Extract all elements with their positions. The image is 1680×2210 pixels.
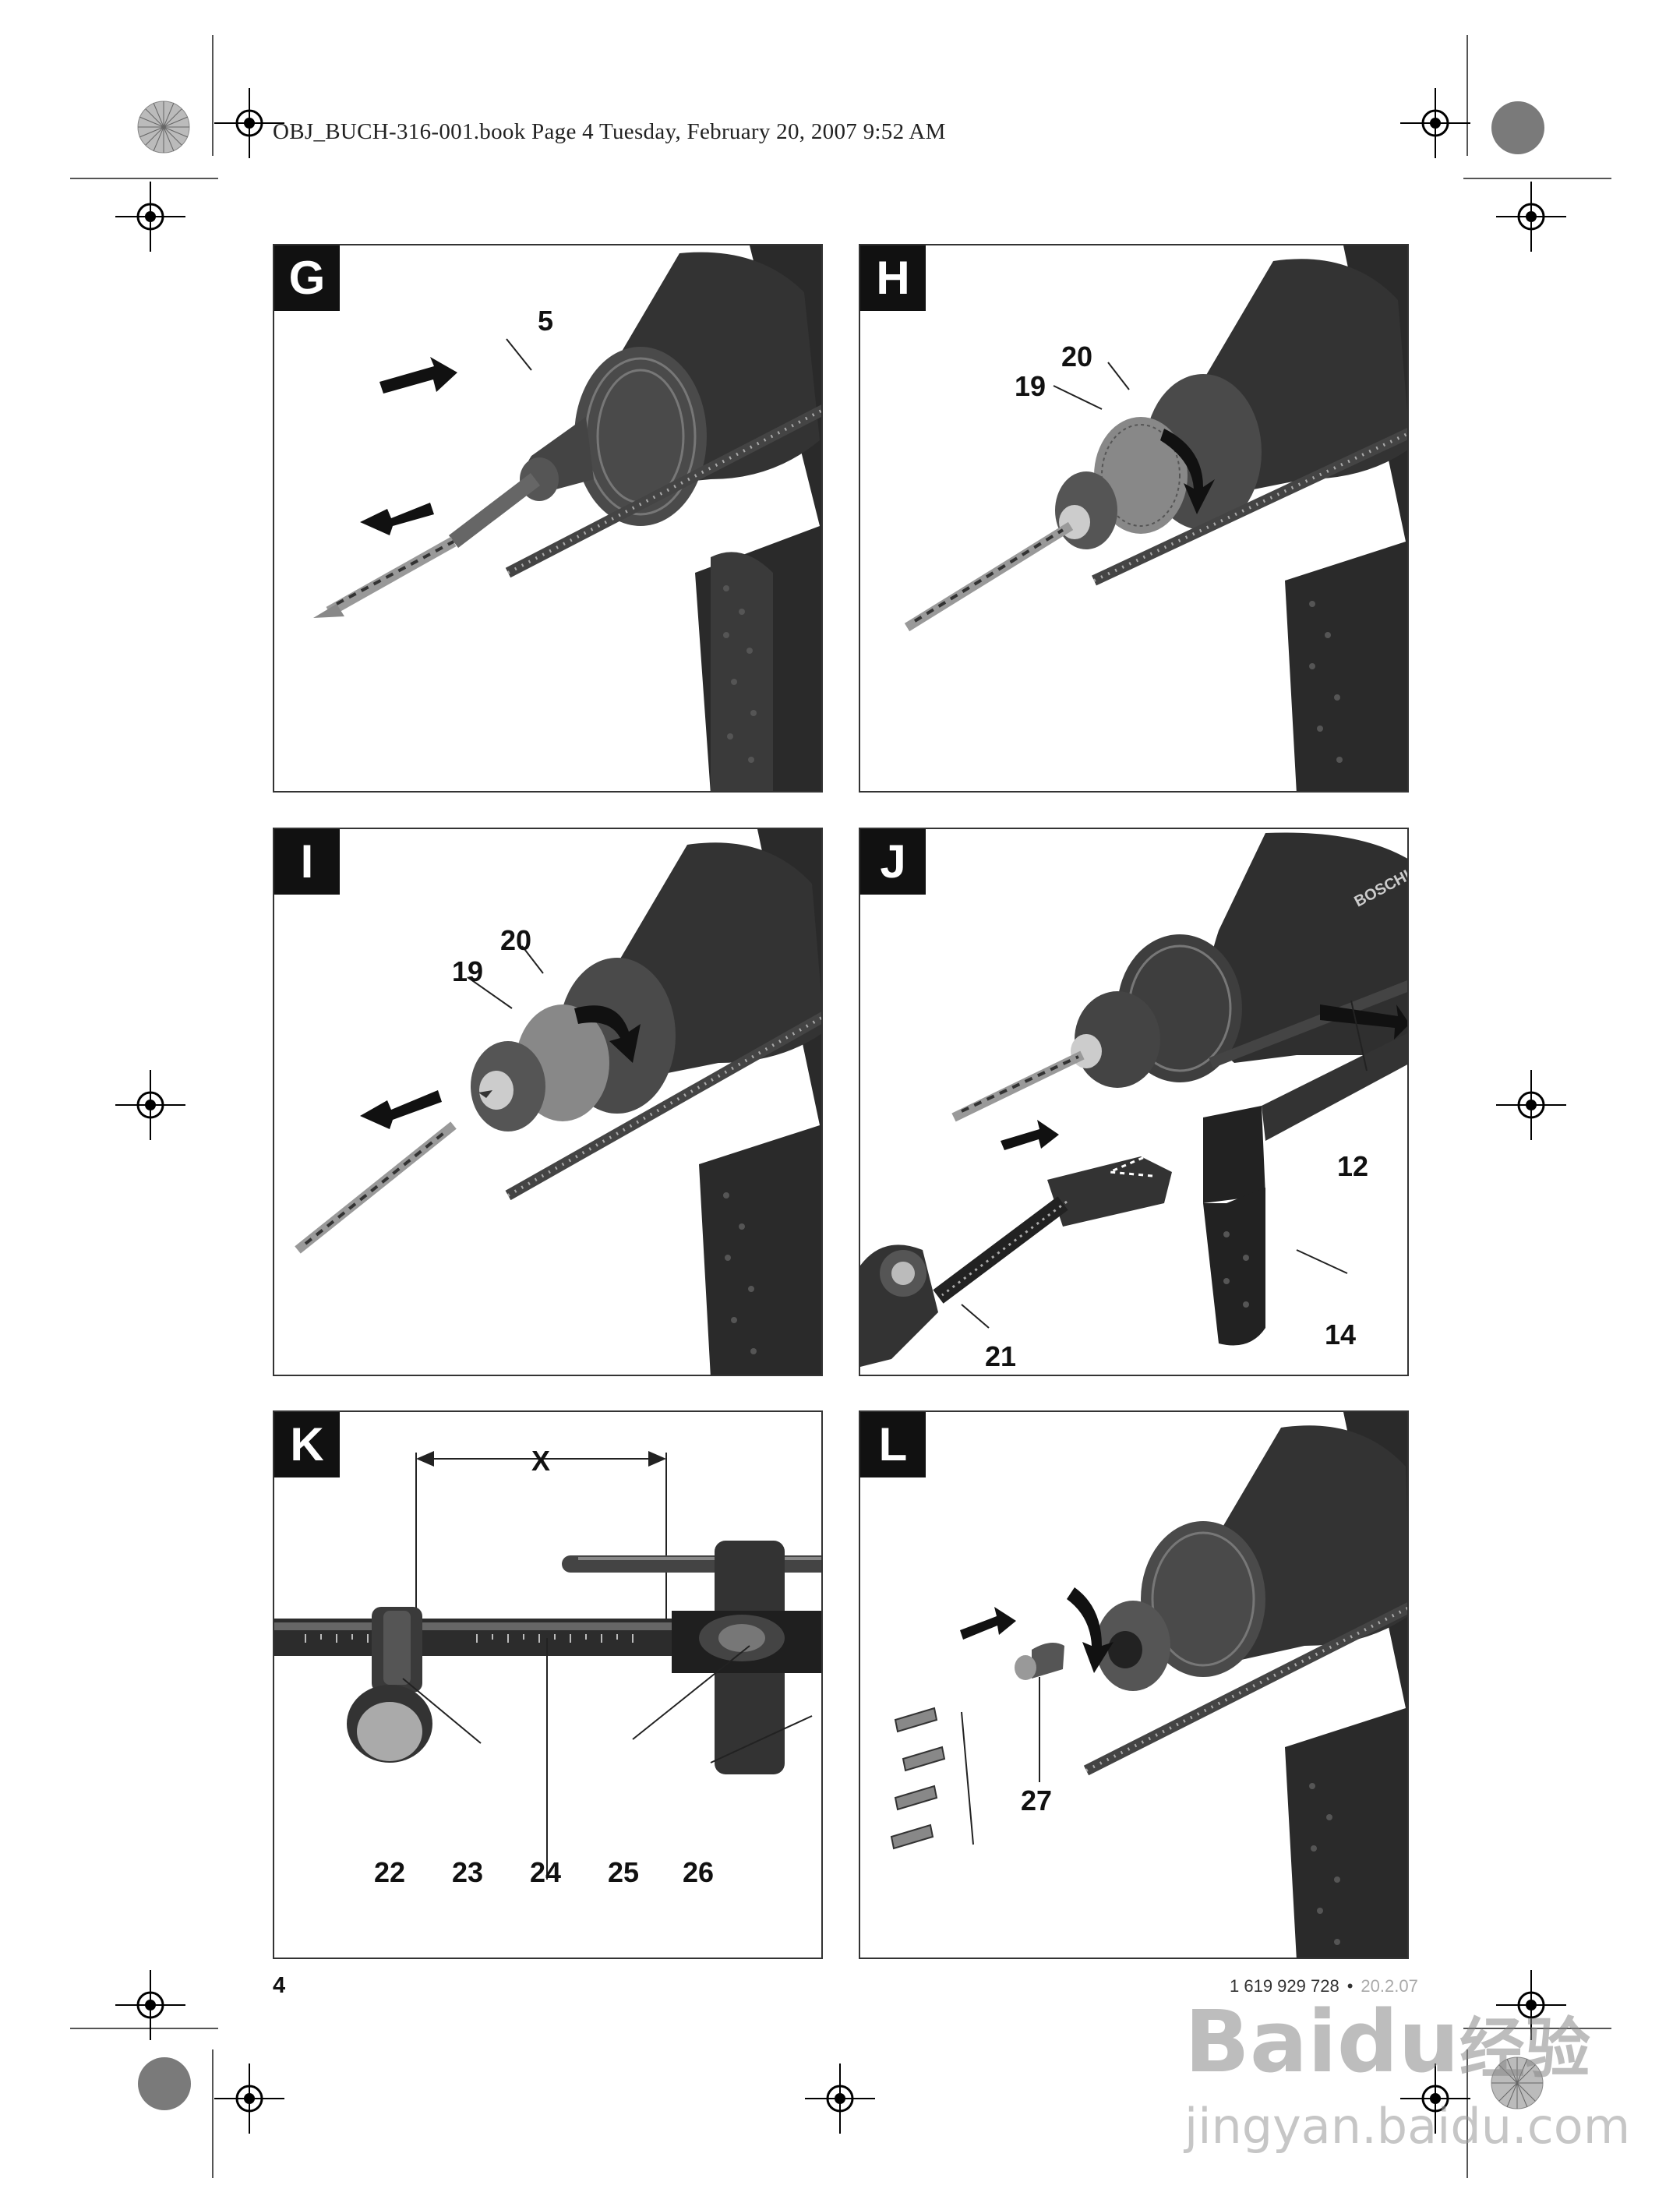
callout-20: 20 <box>500 924 532 956</box>
panel-label-g: G <box>274 245 340 311</box>
figure-panel-l: L 27 <box>859 1410 1409 1959</box>
watermark-text-bai: Bai <box>1184 1992 1337 2092</box>
callout-26: 26 <box>683 1856 715 1888</box>
figure-panel-g: G 5 <box>273 244 823 793</box>
registration-mark-icon <box>1496 1070 1566 1140</box>
registration-mark-icon <box>1400 2063 1470 2134</box>
callout-24: 24 <box>530 1856 562 1888</box>
document-number: 1 619 929 728 • 20.2.07 <box>1230 1976 1418 1996</box>
figure-panel-i: I 20 19 <box>273 828 823 1376</box>
callout-19: 19 <box>452 955 484 987</box>
callout-20: 20 <box>1061 341 1093 372</box>
panel-label-k: K <box>274 1412 340 1477</box>
watermark-url: jingyan.baidu.com <box>1184 2098 1631 2155</box>
baidu-watermark: Baidu经验 jingyan.baidu.com <box>1184 1995 1652 2198</box>
registration-mark-icon <box>115 182 185 252</box>
figure-panel-k: K X 22 23 24 25 26 <box>273 1410 823 1959</box>
depth-stop-adjustment-illustration <box>274 1451 821 1880</box>
callout-12: 12 <box>1337 1150 1369 1182</box>
registration-mark-icon <box>1496 182 1566 252</box>
watermark-text-du: du <box>1336 1992 1459 2092</box>
callout-22: 22 <box>374 1856 406 1888</box>
dimension-x-label: X <box>531 1445 551 1477</box>
registration-mark-icon <box>214 2063 284 2134</box>
crop-line <box>212 2049 214 2178</box>
gray-target-icon <box>138 2057 191 2110</box>
starburst-target-icon <box>137 101 190 154</box>
callout-23: 23 <box>452 1856 484 1888</box>
registration-mark-icon <box>1400 88 1470 158</box>
separator: • <box>1346 1976 1354 1996</box>
callout-5: 5 <box>538 305 554 337</box>
callout-25: 25 <box>608 1856 640 1888</box>
registration-mark-icon <box>805 2063 875 2134</box>
panel-label-j: J <box>860 829 926 895</box>
starburst-target-icon <box>1491 2056 1544 2109</box>
crop-line <box>212 35 214 156</box>
file-info-header: OBJ_BUCH-316-001.book Page 4 Tuesday, Fe… <box>273 119 946 144</box>
crop-line <box>1463 2028 1611 2029</box>
figure-panel-h: H 20 19 <box>859 244 1409 793</box>
crop-line <box>1466 2049 1468 2178</box>
crop-line <box>1463 178 1611 179</box>
registration-mark-icon <box>115 1970 185 2040</box>
registration-mark-icon <box>1496 1970 1566 2040</box>
depth-stop-mounting-illustration <box>860 832 1407 1367</box>
document-number-value: 1 619 929 728 <box>1230 1976 1339 1996</box>
date-code: 20.2.07 <box>1361 1976 1418 1996</box>
callout-27: 27 <box>1021 1785 1053 1816</box>
screwdriver-bit-holder-illustration <box>890 1412 1407 1958</box>
callout-21: 21 <box>985 1340 1017 1372</box>
panel-label-h: H <box>860 245 926 311</box>
keyed-chuck-opening-illustration <box>904 245 1407 791</box>
crop-line <box>1466 35 1468 156</box>
panel-label-i: I <box>274 829 340 895</box>
watermark-text-jingyan: 经验 <box>1459 2011 1590 2087</box>
page-number: 4 <box>273 1973 286 1998</box>
gray-target-icon <box>1491 101 1544 154</box>
crop-line <box>70 2028 218 2029</box>
figure-panel-j: BOSCHHA J 12 14 21 <box>859 828 1409 1376</box>
registration-mark-icon <box>214 88 284 158</box>
drill-bit-insertion-illustration <box>313 245 821 791</box>
callout-19: 19 <box>1015 370 1046 402</box>
callout-14: 14 <box>1325 1319 1357 1350</box>
registration-mark-icon <box>115 1070 185 1140</box>
crop-line <box>70 178 218 179</box>
panel-label-l: L <box>860 1412 926 1477</box>
drill-bit-removal-illustration <box>295 829 821 1375</box>
